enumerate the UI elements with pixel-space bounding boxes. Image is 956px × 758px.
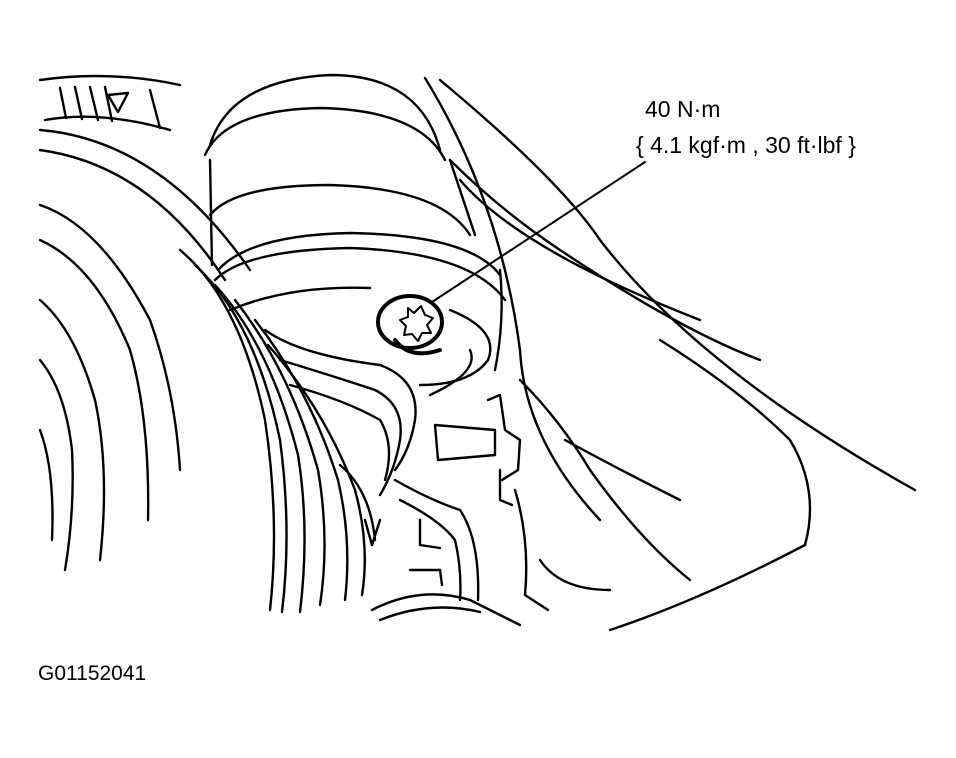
- mount-flange: [263, 328, 417, 547]
- strut-cylinder: [203, 73, 507, 397]
- body-panel-right: [423, 76, 917, 632]
- lower-bracket: [370, 393, 550, 627]
- torx-bolt-icon: [376, 294, 444, 356]
- hose-end-top-left: [38, 74, 182, 132]
- figure-id-label: G01152041: [38, 662, 147, 685]
- torque-spec-alt-units: { 4.1 kgf·m , 30 ft·lbf }: [636, 132, 856, 158]
- torque-spec-nm: 40 N·m: [645, 96, 721, 122]
- callout-leader: [431, 161, 646, 303]
